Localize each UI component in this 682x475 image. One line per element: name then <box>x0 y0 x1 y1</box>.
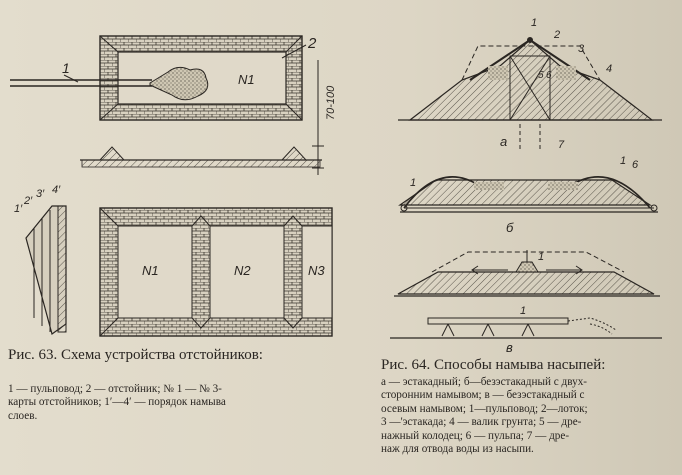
fig64-a-num-1: 1 <box>531 17 537 29</box>
fig63-layer-1: 1′ <box>14 203 23 215</box>
fig64-a-num-3: 3 <box>578 43 585 55</box>
fig64-c-pipe-1: 1 <box>520 305 526 317</box>
fig63-label-n2: N2 <box>234 263 251 278</box>
fig63-caption-prefix: Рис. 63. <box>8 347 58 363</box>
fig63-layer-section <box>25 205 67 335</box>
fig64-legend-line: сторонним намывом; в — безэстакадный с <box>381 389 585 402</box>
fig64-legend-line: осевым намывом; 1—пульповод; 2—лоток; <box>381 402 588 415</box>
fig64-c-top-1: 1 <box>538 251 544 263</box>
fig63-top-plan <box>10 35 324 175</box>
fig63-layer-3: 3′ <box>36 188 45 200</box>
fig63-legend: 1 — пульповод; 2 — отстойник; № 1 — № 3-… <box>8 383 338 423</box>
fig63-legend-line: слоев. <box>8 409 38 422</box>
fig64-a-num-6: 6 <box>546 70 552 81</box>
fig63-section <box>80 146 322 168</box>
fig64-a-drawing <box>398 37 662 150</box>
fig64-caption-prefix: Рис. 64. <box>381 357 431 373</box>
fig63-layer-4: 4′ <box>52 184 61 196</box>
fig64-a-num-2: 2 <box>553 29 560 41</box>
fig63-dimension: 70-100 <box>325 85 337 120</box>
fig64-b-left-1: 1 <box>410 177 416 189</box>
fig64-a-drain: 7 <box>558 139 565 151</box>
fig64-b-right-1: 1 <box>620 155 626 167</box>
fig63-label-n1-top: N1 <box>238 72 255 87</box>
fig64-b-right-6: 6 <box>632 159 639 171</box>
fig63-layer-2: 2′ <box>23 195 33 207</box>
fig63-label-n3: N3 <box>308 263 325 278</box>
fig64-c-drawing <box>390 250 662 339</box>
fig64-b-sub: б <box>506 220 514 235</box>
fig64-legend-line: 3 —'эстакада; 4 — валик грунта; 5 — дре- <box>381 416 582 429</box>
fig63-bottom-plan <box>99 207 333 337</box>
fig64-a-sub: а <box>500 134 507 149</box>
fig63-caption: Рис. 63. Схема устройства отстойников: <box>8 346 328 364</box>
fig64-legend-line: а — эстакадный; б—безэстакадный с двух- <box>381 376 588 388</box>
fig63-label-pipe: 1 <box>62 60 70 76</box>
fig63-legend-line: карты отстойников; 1′—4′ — порядок намыв… <box>8 396 226 409</box>
fig64-c-sub: в <box>506 340 513 355</box>
fig64-caption-text: Способы намыва насыпей: <box>434 357 606 373</box>
fig64-legend: а — эстакадный; б—безэстакадный с двух- … <box>381 376 681 456</box>
fig64-caption: Рис. 64. Способы намыва насыпей: <box>381 356 681 374</box>
fig63-caption-text: Схема устройства отстойников: <box>61 347 263 363</box>
fig64-legend-line: нажный колодец; 6 — пульпа; 7 — дре- <box>381 429 570 442</box>
fig64-a-num-5: 5 <box>538 70 544 81</box>
fig63-label-n1: N1 <box>142 263 159 278</box>
fig63-legend-line: 1 — пульповод; 2 — отстойник; № 1 — № 3- <box>8 383 222 395</box>
fig64-b-drawing <box>398 176 658 213</box>
fig64-legend-line: наж для отвода воды из насыпи. <box>381 443 534 456</box>
fig64-a-num-4: 4 <box>606 63 612 75</box>
fig63-label-settler: 2 <box>307 35 317 52</box>
